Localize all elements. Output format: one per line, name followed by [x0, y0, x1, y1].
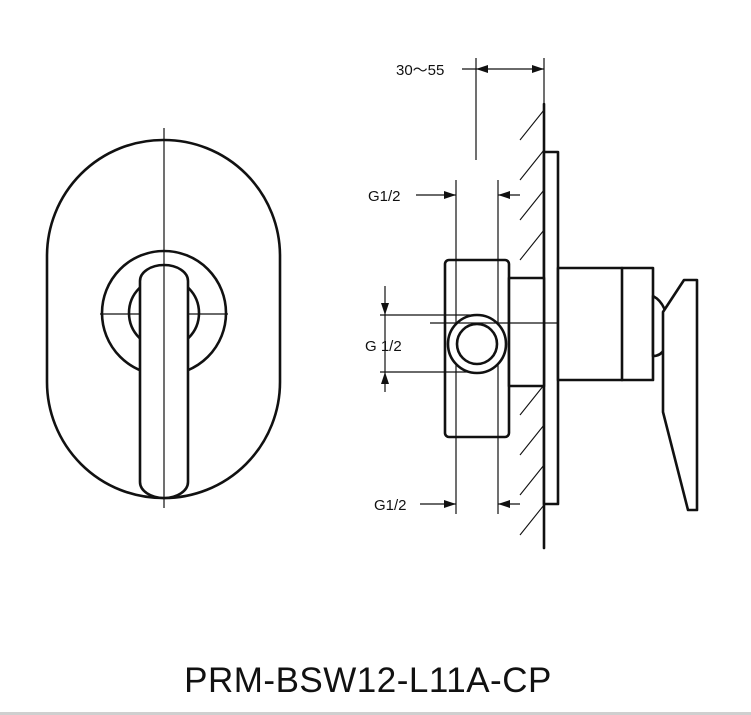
- dimension-g-top: G1/2: [368, 188, 520, 205]
- body-stem: [507, 276, 546, 388]
- dimension-g-middle: G 1/2: [365, 286, 470, 392]
- model-number: PRM-BSW12-L11A-CP: [184, 661, 552, 700]
- dimension-g-bottom: G1/2: [374, 497, 520, 514]
- side-view: [430, 102, 699, 550]
- g-middle-label: G 1/2: [365, 338, 402, 355]
- g-bottom-label: G1/2: [374, 497, 407, 514]
- wall-plate: [542, 150, 560, 506]
- wall-depth-label: 30～55: [396, 62, 444, 79]
- outlet-inner: [455, 322, 499, 366]
- wall-hatching: [519, 109, 545, 536]
- dimension-wall-depth: 30～55: [396, 58, 545, 160]
- g-top-label: G1/2: [368, 188, 401, 205]
- front-view: [45, 128, 282, 508]
- cartridge-housing: [556, 266, 655, 382]
- bottom-divider: [0, 712, 751, 715]
- lever-side-profile: [661, 278, 699, 512]
